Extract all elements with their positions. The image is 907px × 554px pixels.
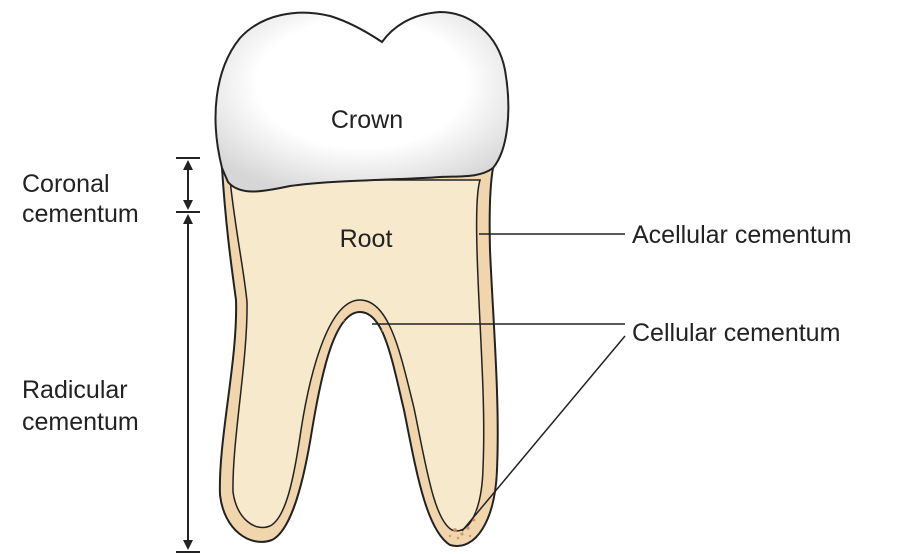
acellular-cementum-label: Acellular cementum <box>632 221 852 249</box>
crown-enamel <box>216 12 509 192</box>
radicular-cementum-label-line2: cementum <box>22 408 139 436</box>
radicular-cementum-label-line1: Radicular <box>22 376 128 404</box>
coronal-cementum-label-line2: cementum <box>22 200 139 228</box>
radicular-cementum-marker <box>176 216 200 552</box>
coronal-cementum-label-line1: Coronal <box>22 170 110 198</box>
cellular-cementum-label: Cellular cementum <box>632 319 840 347</box>
root-label: Root <box>340 225 393 253</box>
crown-label: Crown <box>331 106 403 134</box>
